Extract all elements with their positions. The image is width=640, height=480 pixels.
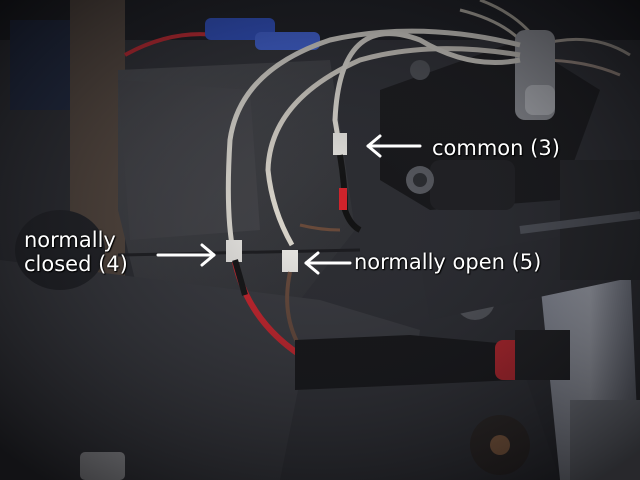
label-normally-open: normally open (5) [354,250,542,274]
arrow-common-icon [366,134,422,158]
arrow-normally-open-icon [304,251,352,275]
label-normally-closed: normally closed (4) [24,228,128,276]
label-common: common (3) [432,136,560,160]
arrow-normally-closed-icon [156,243,216,267]
